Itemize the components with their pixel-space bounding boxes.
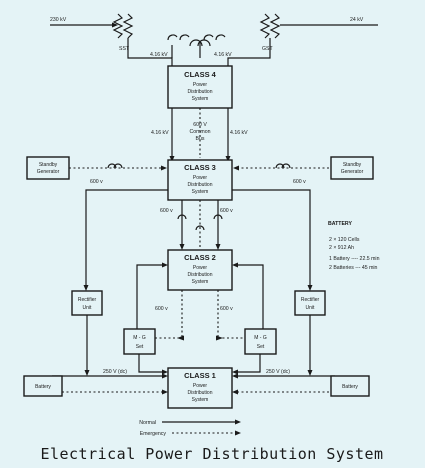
standby-right-voltage: 600 v <box>293 179 306 185</box>
battery-info-line3: 1 Battery ---- 22.5 min <box>329 256 380 262</box>
generator-voltage-label: 24 kV <box>350 17 364 23</box>
right-dc-voltage: 250 V (dc) <box>266 369 290 375</box>
mg-set-left: M - G Set <box>123 328 156 355</box>
rectifier-left: Rectifier Unit <box>71 290 103 316</box>
class4-to-class3-feeds <box>169 108 231 162</box>
left-dc-voltage: 250 V (dc) <box>103 369 127 375</box>
rectifier-left-line2: Unit <box>83 305 93 311</box>
common-bus-line1: 600 V <box>193 122 207 128</box>
class3-title: CLASS 3 <box>184 163 216 172</box>
class3-line3: System <box>192 189 209 195</box>
class1-box: CLASS 1 Power Distribution System <box>167 367 233 409</box>
class3-to-right-rectifier <box>232 189 313 291</box>
class4-line1: Power <box>193 82 208 88</box>
battery-info-block: BATTERY 2 × 120 Cells 2 × 912 Ah 1 Batte… <box>328 221 380 271</box>
class4-box: CLASS 4 Power Distribution System <box>167 65 233 109</box>
common-bus-line2: Common <box>189 129 210 135</box>
class2-title: CLASS 2 <box>184 253 216 262</box>
class3-right-feed-label: 4.16 kV <box>230 130 248 136</box>
class2-line3: System <box>192 279 209 285</box>
class3-line2: Distribution <box>187 182 212 188</box>
mg-right-line2: Set <box>257 344 265 350</box>
legend-normal-label: Normal <box>139 420 156 426</box>
right-dc-bus <box>232 373 335 395</box>
class1-line1: Power <box>193 383 208 389</box>
standby-right-link <box>233 163 331 171</box>
class3-out-left-label: 600 v <box>160 208 173 214</box>
mg-right-to-class1 <box>232 354 261 375</box>
standby-left-line2: Generator <box>37 169 60 175</box>
right-mg-to-class2 <box>232 262 264 332</box>
class3-line1: Power <box>193 175 208 181</box>
gst-label: GST <box>262 46 273 52</box>
class3-to-left-rectifier <box>83 189 168 291</box>
standby-right-line2: Generator <box>341 169 364 175</box>
mg-left-line1: M - G <box>133 335 146 341</box>
class2-line2: Distribution <box>187 272 212 278</box>
class1-title: CLASS 1 <box>184 371 216 380</box>
rectifier-right-line1: Rectifier <box>301 297 320 303</box>
standby-left-link <box>69 163 167 171</box>
grid-voltage-label: 230 kV <box>50 17 67 23</box>
class3-box: CLASS 3 Power Distribution System <box>167 159 233 201</box>
mg-feed-left-label: 600 v <box>155 306 168 312</box>
class2-box: CLASS 2 Power Distribution System <box>167 249 233 291</box>
battery-right-label: Battery <box>342 384 358 390</box>
gst-feed-line <box>189 34 271 66</box>
mg-left-line2: Set <box>136 344 144 350</box>
sst-label: SST <box>119 46 130 52</box>
mg-left-to-class1 <box>138 354 168 375</box>
left-dc-bus <box>52 373 168 395</box>
standby-right-line1: Standby <box>343 162 362 168</box>
standby-generator-right: Standby Generator <box>330 156 374 180</box>
class3-out-right-label: 600 v <box>220 208 233 214</box>
rectifier-right-line2: Unit <box>306 305 316 311</box>
class2-to-mg-right <box>216 290 245 341</box>
mg-set-right: M - G Set <box>244 328 277 355</box>
legend: Normal Emergency <box>139 419 241 437</box>
left-mg-to-class2 <box>136 262 168 332</box>
class4-right-feed-label: 4.16 kV <box>214 52 232 58</box>
rectifier-right: Rectifier Unit <box>294 290 326 316</box>
standby-left-voltage: 600 v <box>90 179 103 185</box>
sst-transformer <box>112 13 134 39</box>
battery-info-line4: 2 Batteries --- 45 min <box>329 265 378 271</box>
battery-info-heading: BATTERY <box>328 221 352 227</box>
left-rectifier-to-dc <box>84 315 90 376</box>
diagram-caption: Electrical Power Distribution System <box>40 445 383 463</box>
common-bus-line3: Bus <box>196 136 205 142</box>
class3-left-feed-label: 4.16 kV <box>151 130 169 136</box>
right-rectifier-to-dc <box>307 315 313 376</box>
class4-line3: System <box>192 96 209 102</box>
battery-info-line1: 2 × 120 Cells <box>329 237 360 243</box>
battery-left: Battery <box>23 375 63 397</box>
battery-right: Battery <box>330 375 370 397</box>
class4-left-feed-label: 4.16 kV <box>150 52 168 58</box>
grid-line-230kv <box>50 22 118 28</box>
class1-line3: System <box>192 397 209 403</box>
sst-feed-line <box>127 34 190 66</box>
legend-emergency-label: Emergency <box>140 431 167 437</box>
battery-info-line2: 2 × 912 Ah <box>329 245 354 251</box>
class4-line2: Distribution <box>187 89 212 95</box>
mg-feed-right-label: 600 v <box>220 306 233 312</box>
standby-generator-left: Standby Generator <box>26 156 70 180</box>
standby-left-line1: Standby <box>39 162 58 168</box>
mg-right-line1: M - G <box>254 335 267 341</box>
rectifier-left-line1: Rectifier <box>78 297 97 303</box>
class4-title: CLASS 4 <box>184 70 217 79</box>
class2-to-mg-left <box>155 290 184 341</box>
battery-left-label: Battery <box>35 384 51 390</box>
gst-transformer <box>259 13 281 39</box>
class2-line1: Power <box>193 265 208 271</box>
class1-line2: Distribution <box>187 390 212 396</box>
class3-to-class2-feeds <box>177 200 223 250</box>
